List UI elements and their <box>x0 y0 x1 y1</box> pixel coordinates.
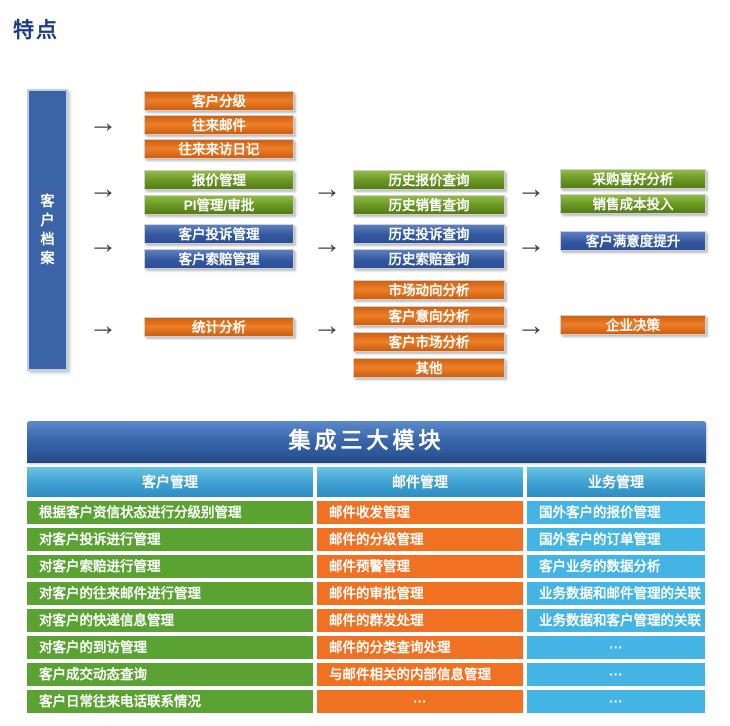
column-header-business-mgmt: 业务管理 <box>527 467 705 497</box>
arrow-right-icon: → <box>88 107 118 139</box>
box-claim-mgmt: 客户索赔管理 <box>144 249 294 269</box>
customer-archive-bar: 客 户 档 案 <box>27 89 68 371</box>
box-history-sales-query: 历史销售查询 <box>353 195 505 215</box>
box-pi-approval: PI管理/审批 <box>144 195 294 215</box>
column-header-mail-mgmt: 邮件管理 <box>317 467 523 497</box>
box-customer-intent-analysis: 客户意向分析 <box>353 306 505 326</box>
box-customer-satisfaction: 客户满意度提升 <box>560 231 706 251</box>
box-customer-grading: 客户分级 <box>144 91 294 111</box>
table-header-row: 客户管理 邮件管理 业务管理 <box>27 467 706 497</box>
box-history-complaint-query: 历史投诉查询 <box>353 224 505 244</box>
table-cell: 客户日常往来电话联系情况 <box>27 690 313 713</box>
box-market-trend-analysis: 市场动向分析 <box>353 280 505 300</box>
archive-char: 户 <box>40 212 55 228</box>
table-cell: ··· <box>527 636 705 659</box>
integration-table: 集成三大模块 客户管理 邮件管理 业务管理 根据客户资信状态进行分级别管理 邮件… <box>27 421 706 713</box>
table-row: 根据客户资信状态进行分级别管理 邮件收发管理 国外客户的报价管理 <box>27 501 706 524</box>
table-row: 对客户投诉进行管理 邮件的分级管理 国外客户的订单管理 <box>27 528 706 551</box>
table-cell: 邮件的群发处理 <box>317 609 523 632</box>
arrow-right-icon: → <box>312 173 342 205</box>
arrow-right-icon: → <box>88 173 118 205</box>
table-row: 客户成交动态查询 与邮件相关的内部信息管理 ··· <box>27 663 706 686</box>
table-cell: 与邮件相关的内部信息管理 <box>317 663 523 686</box>
box-complaint-mgmt: 客户投诉管理 <box>144 224 294 244</box>
box-visit-diary: 往来来访日记 <box>144 139 294 159</box>
table-cell: 根据客户资信状态进行分级别管理 <box>27 501 313 524</box>
archive-char: 案 <box>40 250 55 266</box>
table-cell: 对客户索赔进行管理 <box>27 555 313 578</box>
arrow-right-icon: → <box>88 310 118 342</box>
table-cell: 客户业务的数据分析 <box>527 555 705 578</box>
table-cell: 邮件的分类查询处理 <box>317 636 523 659</box>
table-row: 对客户的往来邮件进行管理 邮件的审批管理 业务数据和邮件管理的关联 <box>27 582 706 605</box>
table-cell: ··· <box>527 690 705 713</box>
table-cell: 邮件收发管理 <box>317 501 523 524</box>
box-stat-analysis: 统计分析 <box>144 317 294 337</box>
box-customer-market-analysis: 客户市场分析 <box>353 332 505 352</box>
table-row: 客户日常往来电话联系情况 ··· ··· <box>27 690 706 713</box>
table-cell: ··· <box>317 690 523 713</box>
arrow-right-icon: → <box>88 228 118 260</box>
box-sales-cost-input: 销售成本投入 <box>560 194 706 214</box>
arrow-right-icon: → <box>516 173 546 205</box>
arrow-right-icon: → <box>312 310 342 342</box>
table-row: 对客户索赔进行管理 邮件预警管理 客户业务的数据分析 <box>27 555 706 578</box>
arrow-right-icon: → <box>516 310 546 342</box>
table-row: 对客户的快递信息管理 邮件的群发处理 业务数据和客户管理的关联 <box>27 609 706 632</box>
table-cell: 对客户的快递信息管理 <box>27 609 313 632</box>
column-header-customer-mgmt: 客户管理 <box>27 467 313 497</box>
table-cell: 邮件预警管理 <box>317 555 523 578</box>
page-title: 特点 <box>13 19 59 42</box>
box-quotation-mgmt: 报价管理 <box>144 170 294 190</box>
table-title: 集成三大模块 <box>27 421 706 463</box>
box-others: 其他 <box>353 358 505 378</box>
archive-char: 客 <box>40 193 55 209</box>
table-cell: 对客户投诉进行管理 <box>27 528 313 551</box>
arrow-right-icon: → <box>312 228 342 260</box>
table-cell: 邮件的分级管理 <box>317 528 523 551</box>
table-row: 对客户的到访管理 邮件的分类查询处理 ··· <box>27 636 706 659</box>
box-purchase-preference-analysis: 采购喜好分析 <box>560 169 706 189</box>
box-correspondence-mail: 往来邮件 <box>144 115 294 135</box>
table-cell: 对客户的往来邮件进行管理 <box>27 582 313 605</box>
box-enterprise-decision: 企业决策 <box>560 315 706 335</box>
table-cell: ··· <box>527 663 705 686</box>
box-history-claim-query: 历史索赔查询 <box>353 249 505 269</box>
arrow-right-icon: → <box>516 228 546 260</box>
table-cell: 国外客户的订单管理 <box>527 528 705 551</box>
table-cell: 对客户的到访管理 <box>27 636 313 659</box>
table-cell: 业务数据和客户管理的关联 <box>527 609 705 632</box>
table-cell: 客户成交动态查询 <box>27 663 313 686</box>
table-cell: 业务数据和邮件管理的关联 <box>527 582 705 605</box>
box-history-quote-query: 历史报价查询 <box>353 170 505 190</box>
archive-char: 档 <box>40 231 55 247</box>
table-cell: 邮件的审批管理 <box>317 582 523 605</box>
table-cell: 国外客户的报价管理 <box>527 501 705 524</box>
